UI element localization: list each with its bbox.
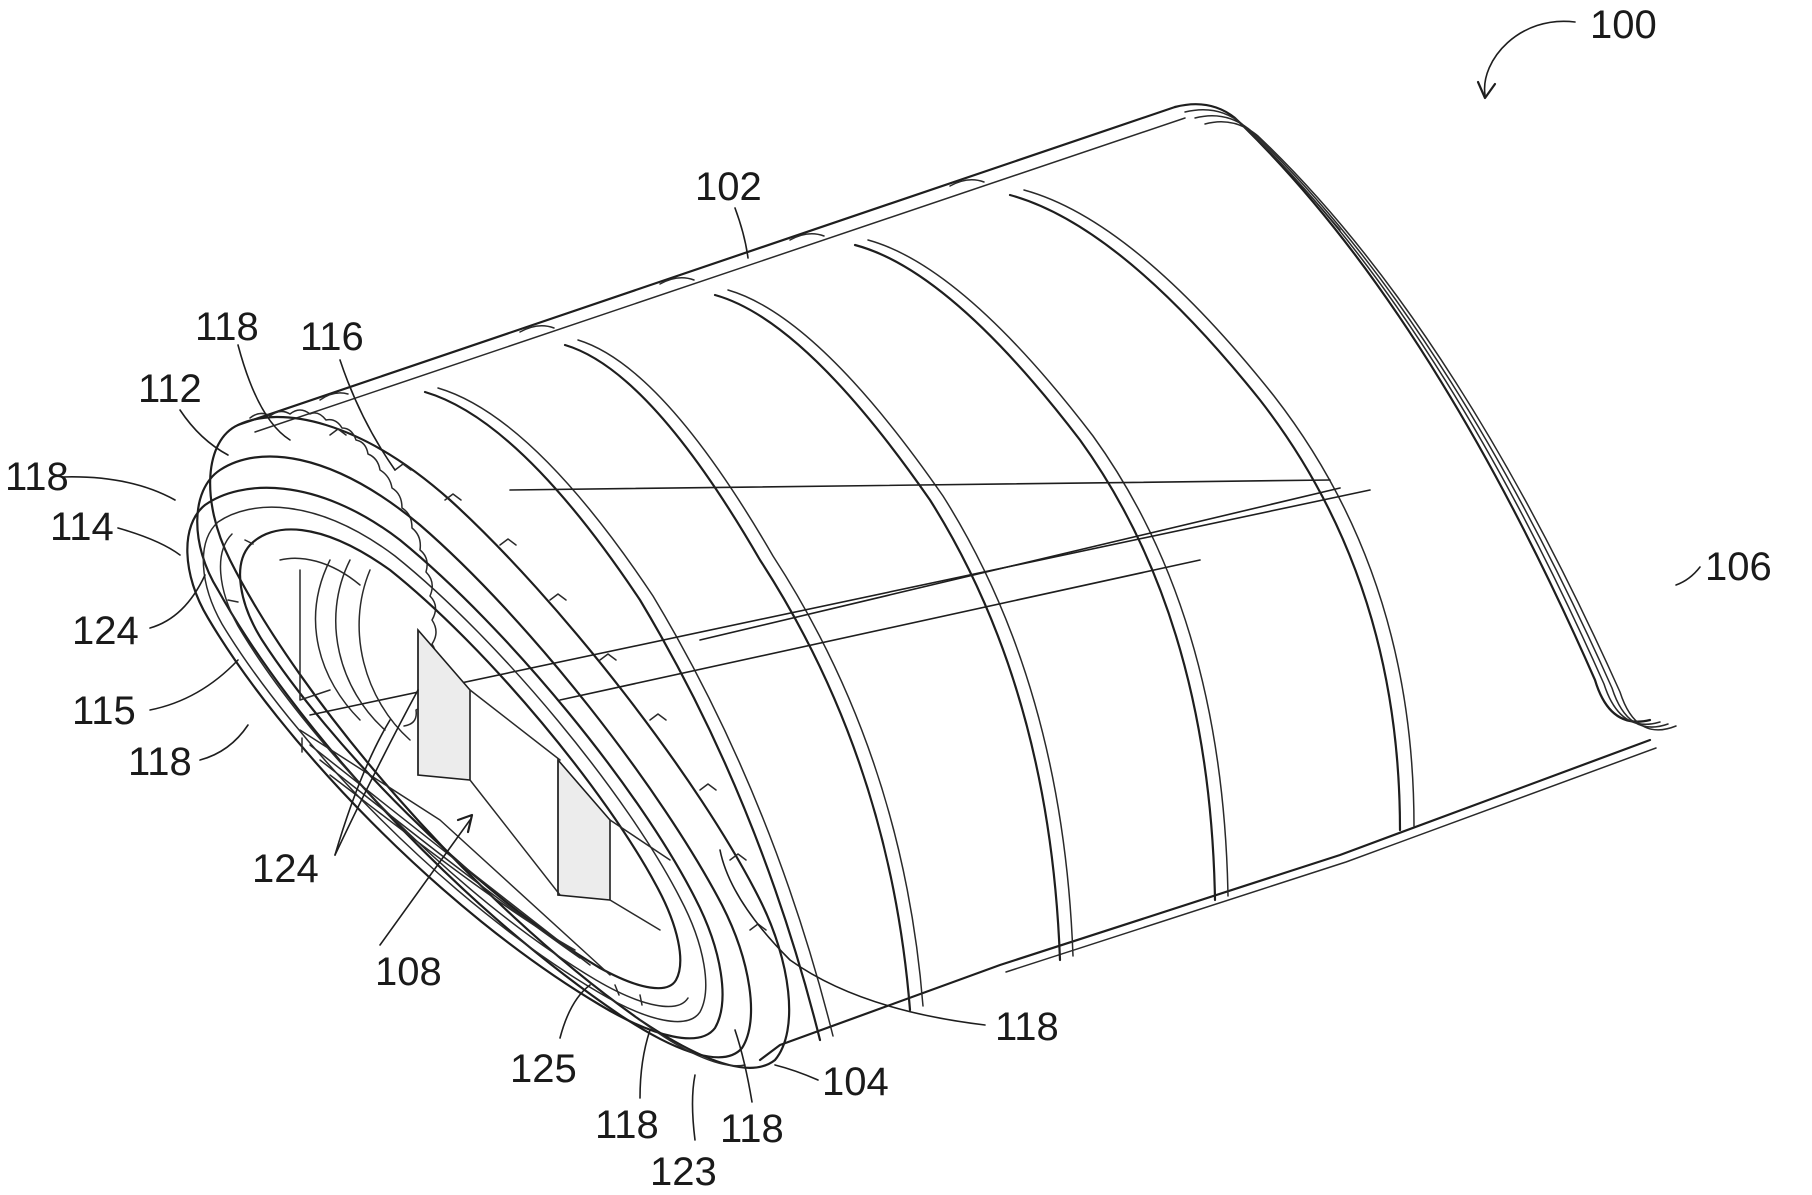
label-123: 123 xyxy=(650,1150,717,1194)
label-104: 104 xyxy=(822,1060,889,1104)
label-118-top: 118 xyxy=(195,305,259,349)
tubular-body xyxy=(236,103,1677,1062)
label-108: 108 xyxy=(375,950,442,994)
label-115: 115 xyxy=(72,689,136,733)
label-106: 106 xyxy=(1705,545,1772,589)
label-124-mid: 124 xyxy=(252,847,319,891)
label-118-lower-left: 118 xyxy=(128,740,192,784)
label-100: 100 xyxy=(1590,3,1657,47)
label-102: 102 xyxy=(695,165,762,209)
label-112: 112 xyxy=(138,367,202,411)
label-118-bottom-right: 118 xyxy=(720,1107,784,1151)
label-125: 125 xyxy=(510,1047,577,1091)
reference-labels: 100 102 106 118 116 112 118 114 124 115 … xyxy=(5,3,1772,1194)
leader-lines xyxy=(61,20,1701,1141)
label-118-bottom-left: 118 xyxy=(595,1103,659,1147)
label-114: 114 xyxy=(50,505,114,549)
front-end-assembly xyxy=(186,409,791,1069)
label-118-right: 118 xyxy=(995,1005,1059,1049)
label-116: 116 xyxy=(300,315,364,359)
label-124-left: 124 xyxy=(72,609,139,653)
label-118-left: 118 xyxy=(5,455,69,499)
